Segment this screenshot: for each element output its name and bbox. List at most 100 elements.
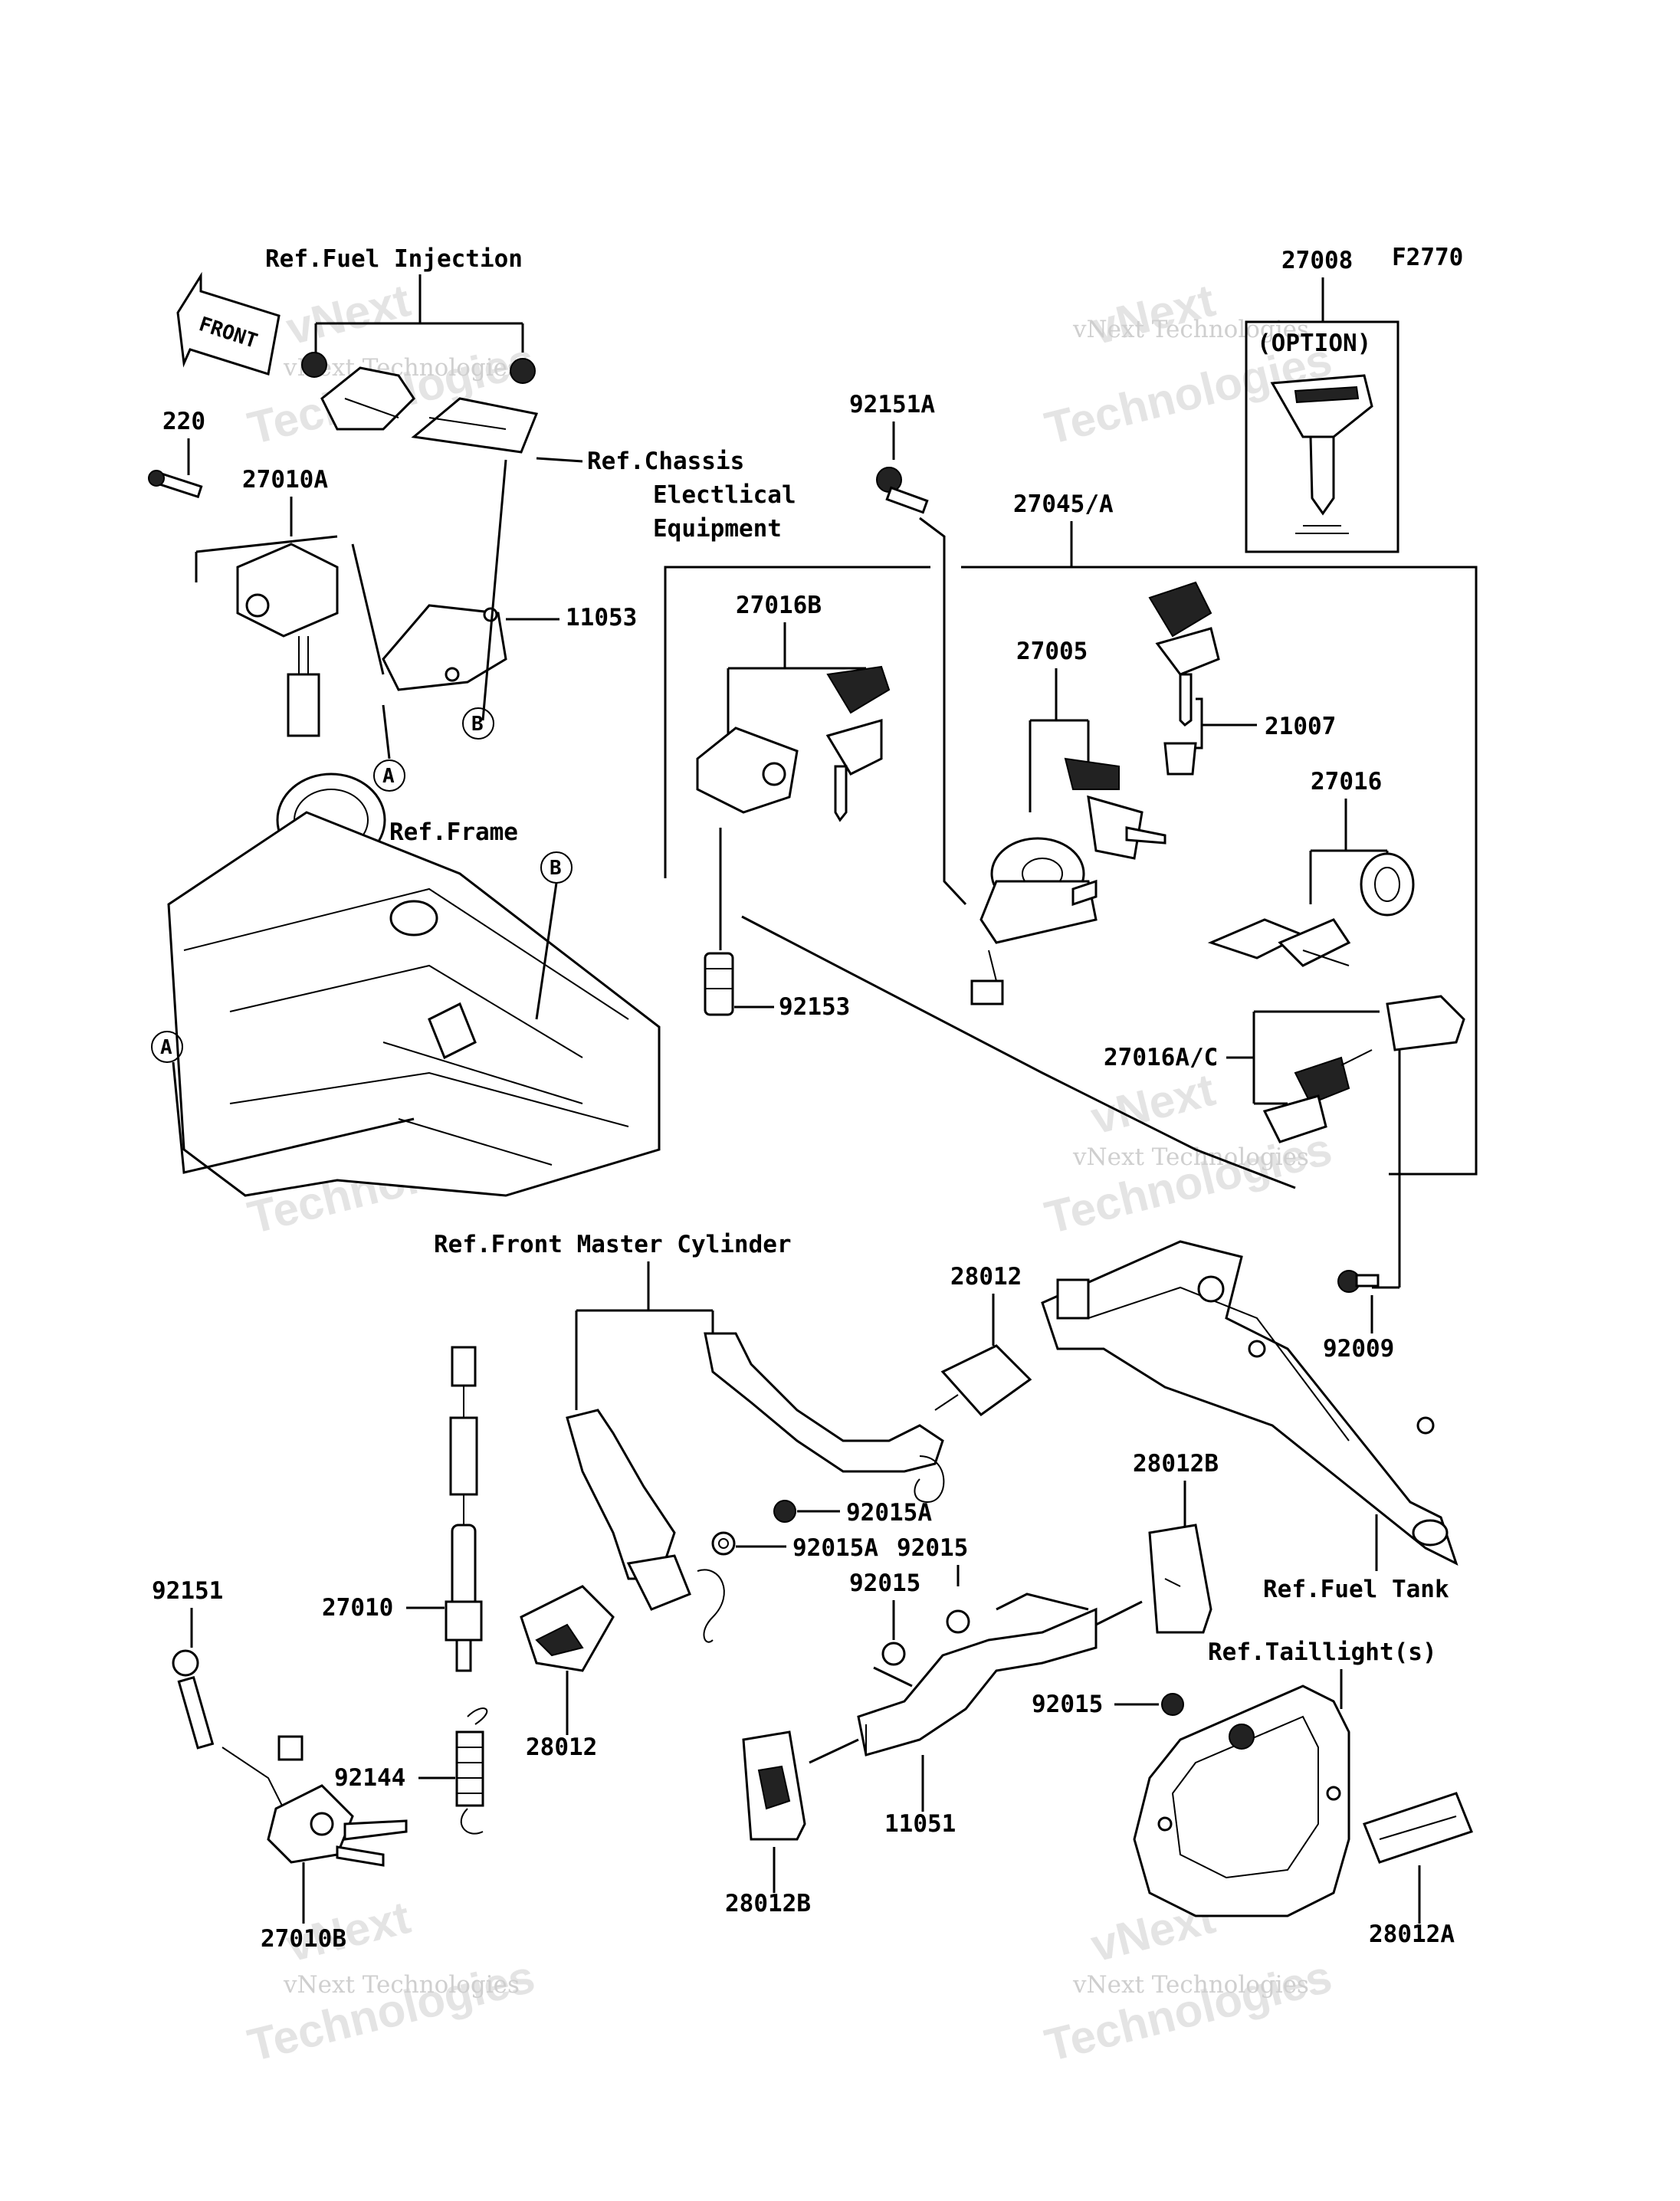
leader-27010A [195,497,338,582]
svg-text:A: A [382,765,395,788]
svg-text:Technologies: Technologies [243,1950,540,2071]
marker-a-frame: A [151,1031,183,1063]
ref-chassis-label-3: Equipment [653,515,782,543]
nut-92015A-2 [711,1531,736,1556]
part-92015-1-label: 92015 [897,1534,968,1562]
part-220-label: 220 [162,408,205,435]
front-arrow: FRONT [176,271,281,376]
pad-28012B-right [1148,1524,1212,1634]
leader-21007 [1196,697,1257,750]
pad-28012-bottom [520,1585,615,1672]
part-92015A-1-label: 92015A [846,1499,932,1527]
leader-27005 [1029,668,1090,812]
part-92015A-2-label: 92015A [792,1534,878,1562]
fuel-tank-bracket [1041,1240,1459,1566]
svg-text:A: A [160,1036,172,1059]
part-92015-3-label: 92015 [1032,1691,1103,1718]
pad-28012A [1363,1792,1473,1864]
part-28012-top-label: 28012 [950,1263,1022,1291]
leader-front-master-cylinder [575,1261,714,1410]
svg-text:Technologies: Technologies [1040,1950,1337,2071]
part-27045A-label: 27045/A [1013,490,1114,518]
lock-27016AC [1262,995,1465,1143]
spring-92144 [455,1707,488,1835]
ref-fuel-tank-label: Ref.Fuel Tank [1263,1576,1449,1603]
nut-92015-3 [1161,1693,1184,1716]
svg-text:Technologies: Technologies [1040,1123,1337,1243]
part-11053-label: 11053 [566,604,637,631]
watermark-bottom-right: vNext Technologies vNext Technologies [1040,1891,1337,2071]
part-27016-label: 27016 [1311,768,1382,795]
pin-92153 [704,952,734,1016]
part-21007-label: 21007 [1265,713,1336,740]
screw-92151A [876,467,929,514]
diagram-code: F2770 [1392,244,1463,271]
part-92151-label: 92151 [152,1577,223,1605]
marker-b-top: B [462,707,494,740]
part-28012A-label: 28012A [1369,1921,1455,1948]
switch-27010B [221,1735,408,1867]
taillight-bracket [1133,1684,1350,1917]
part-11051-label: 11051 [884,1810,956,1838]
pad-28012-top [934,1344,1032,1417]
bolt-220 [148,470,203,499]
lock-27016B [696,665,891,822]
switch-27010 [445,1346,483,1672]
nut-92015-2 [881,1642,906,1666]
svg-text:vNext: vNext [281,274,415,355]
switch-27010A [236,543,339,737]
option-label: (OPTION) [1257,330,1371,357]
ref-chassis-label-1: Ref.Chassis [587,448,744,475]
screw-92009 [1337,1270,1380,1293]
ref-frame-label: Ref.Frame [389,818,518,846]
ref-taillight-label: Ref.Taillight(s) [1208,1638,1437,1666]
leader-chassis [536,457,583,463]
group-bracket-27045A [664,566,1478,1176]
leader-ab-markers [351,459,507,721]
watermark-top-right: vNext Technologies vNext Technologies [1040,274,1337,454]
bracket-11053 [382,604,507,691]
part-28012B-bottom-label: 28012B [725,1890,811,1917]
nut-92015A-1 [773,1500,796,1523]
frame-illustration [167,772,661,1197]
ref-chassis-label-2: Electlical [653,481,796,509]
nut-92015-1 [946,1609,970,1634]
ref-fuel-injection-label: Ref.Fuel Injection [265,245,523,273]
master-cylinder-bracket-left [566,1409,725,1643]
svg-text:vNext Technologies: vNext Technologies [283,1971,520,1999]
part-27010B-label: 27010B [261,1925,346,1953]
ignition-27005 [970,757,1166,1005]
leader-27016 [1309,799,1389,904]
svg-text:vNext Technologies: vNext Technologies [1072,316,1309,343]
pad-28012B-bottom [742,1730,806,1841]
part-92144-label: 92144 [334,1764,405,1792]
marker-b-frame: B [540,851,573,884]
part-28012-bottom-label: 28012 [526,1734,597,1761]
part-27016B-label: 27016B [736,592,822,619]
svg-text:B: B [471,713,484,736]
ref-front-master-cylinder-label: Ref.Front Master Cylinder [434,1231,792,1258]
keys-21007 [1148,581,1220,776]
part-27010-label: 27010 [322,1594,393,1622]
fuel-injection-brackets [301,352,539,454]
marker-a-top: A [373,759,405,792]
part-92151A-label: 92151A [849,391,935,418]
option-key-box: (OPTION) [1245,320,1399,553]
part-92009-label: 92009 [1323,1335,1394,1363]
part-27005-label: 27005 [1016,638,1088,665]
bracket-11051 [857,1607,1098,1757]
part-27010A-label: 27010A [242,466,328,494]
part-28012B-right-label: 28012B [1133,1450,1219,1478]
lock-27016 [1207,852,1415,967]
master-cylinder-bracket-right [704,1332,945,1504]
part-27008-label: 27008 [1281,247,1353,274]
leader-27016B [727,622,868,736]
part-27016AC-label: 27016A/C [1104,1044,1218,1071]
part-92015-2-label: 92015 [849,1570,920,1597]
svg-text:vNext Technologies: vNext Technologies [1072,1971,1309,1999]
part-92153-label: 92153 [779,993,850,1021]
leader-fuel-injection [314,274,524,353]
leader-27016AC [1226,1010,1380,1105]
